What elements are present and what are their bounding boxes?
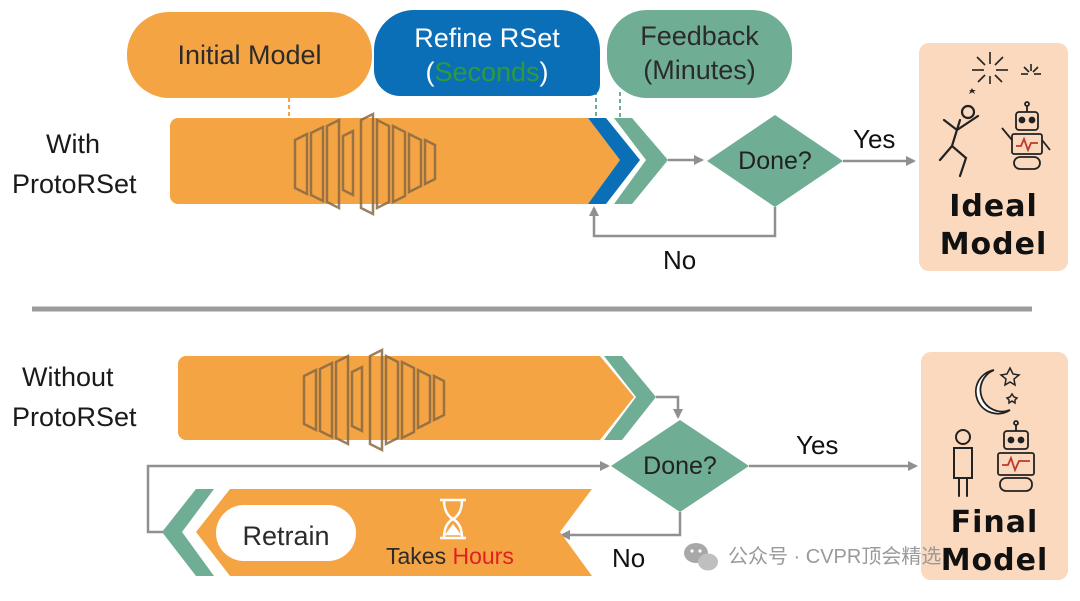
- hourglass-icon: [440, 498, 466, 540]
- bottom-arrow-no: [560, 512, 682, 540]
- refine-rset-line2: (Seconds): [374, 56, 600, 90]
- top-row-label-line2: ProtoRSet: [12, 169, 137, 199]
- bottom-yes-label: Yes: [796, 430, 839, 460]
- final-model-box: [921, 352, 1068, 580]
- final-model-label: Final Model: [921, 504, 1068, 581]
- top-pipeline: [170, 118, 668, 204]
- takes-hours-label: Takes Hours: [386, 545, 514, 568]
- bottom-green-chevron: [604, 356, 656, 440]
- top-done-label: Done?: [738, 147, 812, 175]
- bottom-row-label: Without ProtoRSet: [12, 357, 137, 437]
- wechat-icon: [684, 543, 718, 571]
- retrain-label: Retrain: [242, 521, 330, 551]
- hours-text: Hours: [452, 543, 514, 569]
- top-no-label: No: [663, 245, 697, 275]
- top-done-diamond: [707, 115, 843, 207]
- robot-icon: [1001, 101, 1051, 170]
- bottom-done-diamond: [611, 420, 749, 512]
- ideal-model-label: Ideal Model: [919, 188, 1068, 265]
- ideal-model-box: [919, 43, 1068, 271]
- bottom-row-label-line1: Without: [22, 362, 114, 392]
- retrain-pill: [216, 505, 356, 561]
- robot-icon: [997, 420, 1035, 492]
- ideal-model-line2: Model: [939, 227, 1048, 263]
- initial-model-pill: [127, 12, 372, 98]
- final-model-line2: Model: [940, 543, 1049, 579]
- fireworks-icon: [969, 52, 1041, 94]
- feedback-line1: Feedback: [640, 21, 759, 51]
- person-jumping-icon: [938, 104, 980, 178]
- top-row-label: With ProtoRSet: [12, 124, 137, 204]
- top-yes-label: Yes: [853, 124, 896, 154]
- top-green-chevron: [614, 118, 668, 204]
- feedback-line2: (Minutes): [643, 54, 756, 85]
- refine-close-paren: ): [539, 56, 549, 87]
- bottom-row-label-line2: ProtoRSet: [12, 402, 137, 432]
- feedback-label: Feedback (Minutes): [607, 20, 792, 88]
- final-model-line1: Final: [950, 505, 1039, 540]
- feedback-pill: [607, 10, 792, 98]
- bottom-done-label: Done?: [643, 452, 717, 480]
- top-orange-pipeline-arrow: [170, 118, 620, 204]
- takes-text: Takes: [386, 543, 447, 569]
- top-row-label-line1: With: [46, 129, 100, 159]
- top-blue-chevron: [588, 118, 640, 204]
- bottom-arrow-to-done: [656, 395, 683, 419]
- top-arrow-no-loop: [589, 206, 777, 238]
- moon-icon: [974, 369, 1011, 415]
- refine-open-paren: (: [425, 56, 435, 87]
- bottom-no-label: No: [612, 543, 646, 573]
- refine-rset-label: Refine RSet (Seconds): [374, 22, 600, 90]
- refine-rset-pill: [374, 9, 600, 96]
- stars-icon: [999, 366, 1021, 405]
- bottom-pipeline: [178, 356, 656, 440]
- ideal-model-line1: Ideal: [949, 189, 1038, 224]
- watermark-text: 公众号 · CVPR顶会精选: [728, 546, 942, 568]
- person-standing-icon: [953, 429, 973, 497]
- refine-seconds-text: Seconds: [434, 56, 540, 87]
- initial-model-label: Initial Model: [177, 40, 322, 70]
- bottom-retrain-loop: [146, 461, 610, 534]
- bottom-orange-pipeline-arrow: [178, 356, 634, 440]
- refine-rset-line1: Refine RSet: [414, 23, 560, 53]
- retrain-green-chevron: [162, 489, 214, 576]
